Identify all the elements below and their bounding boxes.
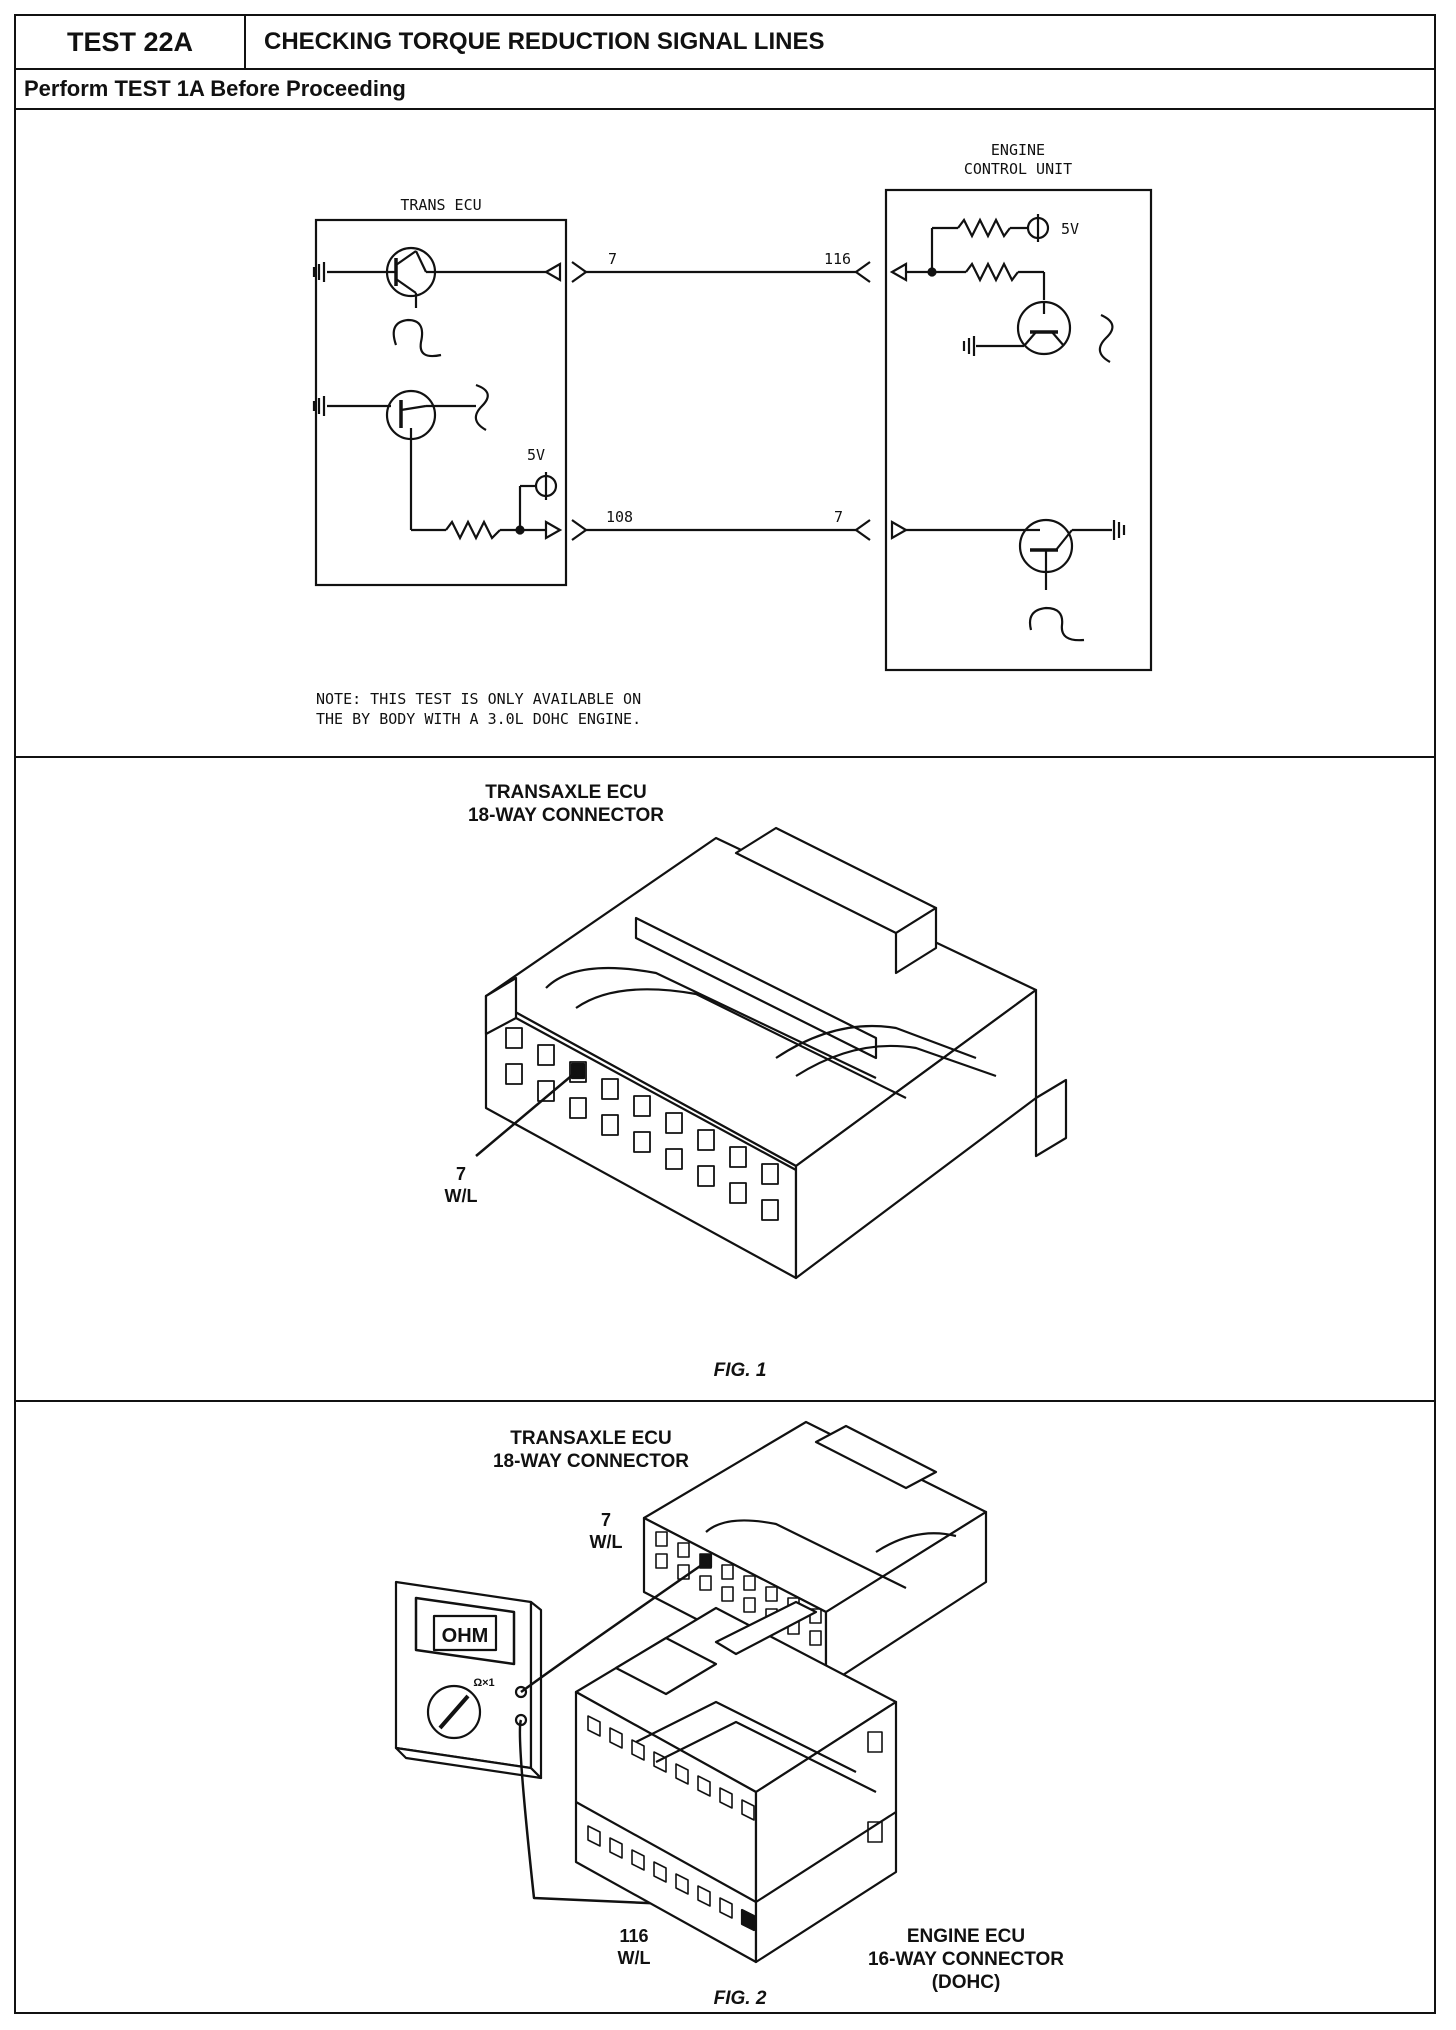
schematic-diagram: TRANS ECU (312, 141, 1153, 728)
terminal-cavities (505, 1027, 779, 1221)
trans-ecu-box (314, 218, 568, 587)
trans-input-transistor (327, 383, 558, 541)
fig2-trans-title-line2: 18-WAY CONNECTOR (493, 1451, 689, 1472)
wire2-trans-pin: 108 (606, 508, 633, 526)
fig1-pin-number: 7 (456, 1164, 466, 1184)
fig2-test-drawing: TRANSAXLE ECU 18-WAY CONNECTOR (394, 1420, 1064, 2009)
engine-input-circuit (889, 214, 1114, 363)
transaxle-18-way-connector (484, 826, 1068, 1280)
fig2-trans-title-line1: TRANSAXLE ECU (510, 1428, 672, 1449)
trans-pin108-terminal (544, 520, 563, 540)
trans-ecu-label: TRANS ECU (400, 196, 481, 214)
ground-symbol (962, 336, 976, 356)
trans-pin7-terminal (543, 262, 562, 282)
ground-symbol (1112, 520, 1126, 540)
ground-symbol (312, 396, 326, 416)
test-id: TEST 22A (16, 16, 246, 68)
engine-ecu-box (884, 188, 1153, 672)
fig2-engine-title-line3: (DOHC) (932, 1972, 1001, 1993)
ohmmeter: OHM Ω×1 (394, 1580, 543, 1780)
wire-connector (571, 261, 588, 283)
fig2-engine-title-line2: 16-WAY CONNECTOR (868, 1949, 1064, 1970)
range-dial (426, 1684, 482, 1740)
meter-range-label: Ω×1 (473, 1677, 494, 1689)
schematic-note-line2: THE BY BODY WITH A 3.0L DOHC ENGINE. (316, 710, 641, 728)
engine-ecu-label-1: ENGINE (991, 141, 1045, 159)
wire1-trans-pin: 7 (608, 250, 617, 268)
fig2-trans-pin-number: 7 (601, 1510, 611, 1530)
fig1-connector-drawing: TRANSAXLE ECU 18-WAY CONNECTOR (445, 782, 1068, 1381)
wire-connector (571, 519, 588, 541)
engine-output-transistor (890, 518, 1112, 642)
fig2-engine-title-line1: ENGINE ECU (907, 1926, 1025, 1947)
test-header: TEST 22A CHECKING TORQUE REDUCTION SIGNA… (16, 16, 1434, 70)
fig1-pin-wire: W/L (445, 1186, 478, 1206)
prerequisite-note: Perform TEST 1A Before Proceeding (16, 70, 1434, 110)
fig2-caption: FIG. 2 (714, 1988, 767, 2009)
wire1-engine-pin: 116 (824, 250, 851, 268)
wire-connector (854, 519, 871, 541)
engine-supply-label: 5V (1061, 220, 1079, 238)
engine-16-way-connector (574, 1600, 898, 1964)
trans-output-transistor (327, 246, 546, 358)
meter-display: OHM (442, 1625, 489, 1647)
test-lead-positive (520, 1560, 707, 1694)
test-title: CHECKING TORQUE REDUCTION SIGNAL LINES (264, 28, 825, 55)
ground-symbol (312, 262, 326, 282)
wire-connector (854, 261, 871, 283)
schematic-note-line1: NOTE: THIS TEST IS ONLY AVAILABLE ON (316, 690, 641, 708)
fig2-engine-pin-wire: W/L (618, 1948, 651, 1968)
fig2-panel: TRANSAXLE ECU 18-WAY CONNECTOR (16, 1402, 1434, 2014)
wire2-engine-pin: 7 (834, 508, 843, 526)
procedure-sheet: TEST 22A CHECKING TORQUE REDUCTION SIGNA… (14, 14, 1436, 2014)
fig1-panel: TRANSAXLE ECU 18-WAY CONNECTOR (16, 758, 1434, 1402)
fig1-caption: FIG. 1 (714, 1360, 767, 1381)
engine-ecu-label-2: CONTROL UNIT (964, 160, 1072, 178)
fig1-title-line1: TRANSAXLE ECU (485, 782, 647, 803)
fig1-title-line2: 18-WAY CONNECTOR (468, 805, 664, 826)
pin-7-cavity (570, 1062, 586, 1080)
probe-jack (514, 1685, 528, 1699)
pin-116-cavity (740, 1908, 756, 1932)
pin-7-cavity (699, 1553, 713, 1569)
schematic-panel: TRANS ECU (16, 110, 1434, 758)
fig2-trans-pin-wire: W/L (590, 1532, 623, 1552)
trans-supply-label: 5V (527, 446, 545, 464)
pin-7-leader (475, 1071, 577, 1157)
fig2-engine-pin-number: 116 (619, 1926, 648, 1946)
